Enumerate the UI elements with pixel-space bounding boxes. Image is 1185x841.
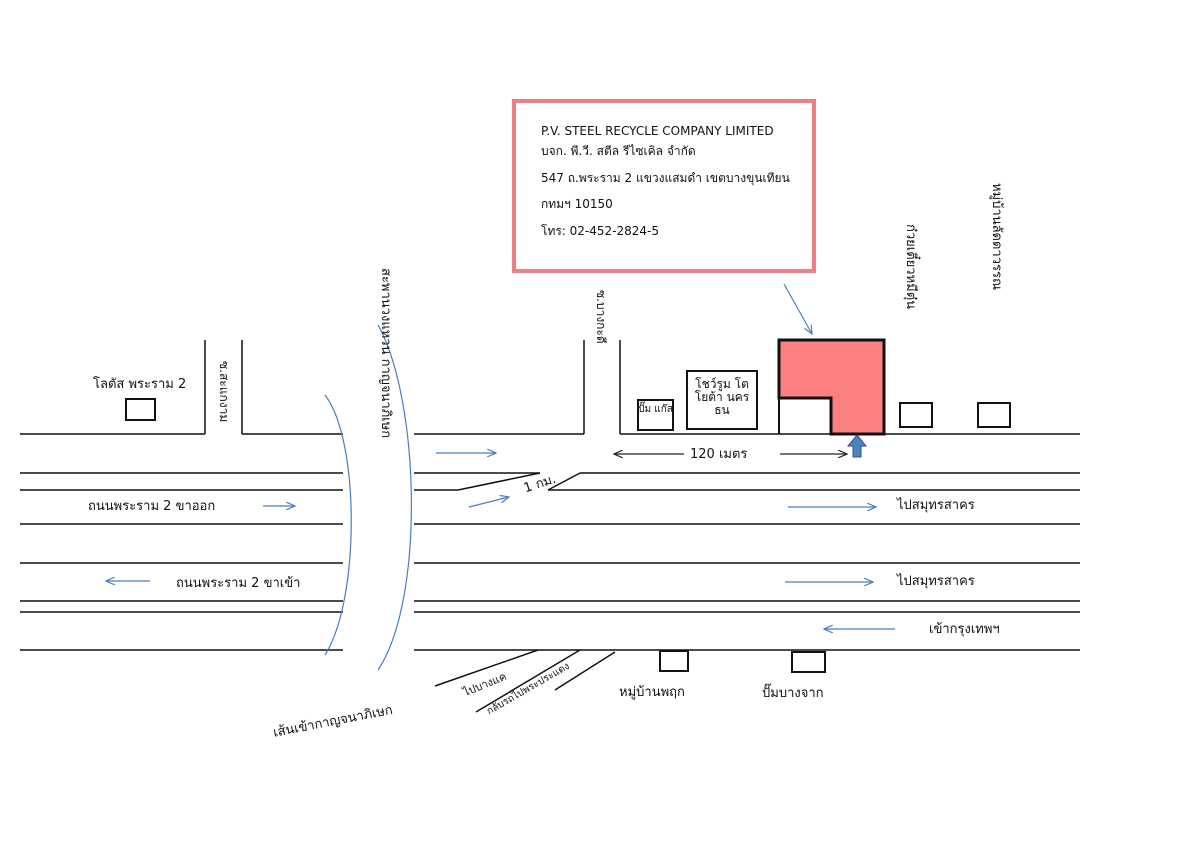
lotus-label: โลตัส พระราม 2 (93, 377, 187, 392)
kanchana-bridge-curves (324, 324, 412, 671)
latdawan-box (977, 402, 1011, 428)
entrance-marker-icon (846, 434, 868, 458)
phruek-box (659, 650, 689, 672)
traffic-arrows (106, 453, 895, 629)
gas-station-label: ปั๊ม แก๊ส (638, 404, 673, 415)
company-name-en: P.V. STEEL RECYCLE COMPANY LIMITED (541, 124, 774, 138)
to-bangkok-label: เข้ากรุงเทพฯ (929, 622, 1000, 637)
phone-number: โทร: 02-452-2824-5 (541, 224, 659, 238)
kuay-teow-label: ก๋วยเตี๋ยวหมีตุ๋น (903, 224, 918, 310)
company-name-th: บจก. พี.วี. สตีล รีไซเคิล จำกัด (541, 144, 696, 158)
road-lines (20, 340, 1080, 713)
village-phruek-label: หมู่บ้านพฤก (619, 685, 685, 700)
to-samut-sakhon-label-1: ไปสมุทรสาคร (897, 498, 975, 513)
to-samut-sakhon-label-2: ไปสมุทรสาคร (897, 574, 975, 589)
kuay-teow-box (899, 402, 933, 428)
address-line-1: 547 ถ.พระราม 2 แขวงแสมดำ เขตบางขุนเทียน (541, 171, 790, 185)
bangchak-box (791, 651, 826, 673)
inbound-road-label: ถนนพระราม 2 ขาเข้า (176, 576, 301, 591)
building-boxes (125, 370, 1011, 673)
toyota-showroom-label: โชว์รูม โตโยต้า นครธน (694, 377, 750, 417)
gas-station-box (637, 399, 674, 431)
company-info-box: P.V. STEEL RECYCLE COMPANY LIMITED บจก. … (512, 99, 816, 273)
pump-bangchak-label: ปั๊มบางจาก (762, 686, 824, 701)
kanchana-bridge-label: สะพานวงแหวน กาญจนาภิเษก (378, 268, 393, 439)
lotus-box (125, 398, 156, 421)
soi-bangkradi-label: ซ.บางกะดี (594, 290, 608, 344)
toyota-box (686, 370, 758, 430)
distance-120m-label: 120 เมตร (690, 447, 748, 462)
village-latdawan-label: หมู่บ้านลัดดาวรรณ (989, 183, 1004, 291)
target-building (777, 338, 886, 436)
address-line-2: กทมฯ 10150 (541, 197, 613, 211)
outbound-road-label: ถนนพระราม 2 ขาออก (88, 499, 216, 514)
info-pointer-line (783, 283, 812, 334)
soi-sakaengam-label: ซ.สะแกงาม (217, 361, 231, 423)
